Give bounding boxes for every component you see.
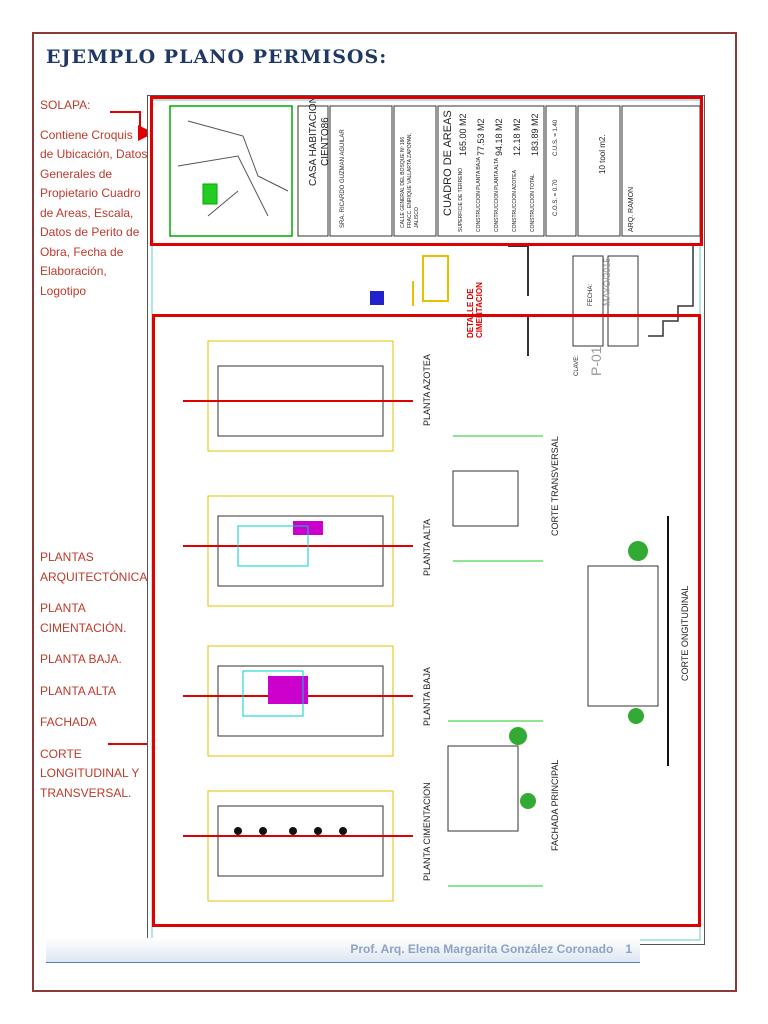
page-number: 1 <box>625 942 632 956</box>
plantas-item: PLANTAS ARQUITECTÓNICAS: <box>40 550 159 584</box>
plantas-item: PLANTA BAJA. <box>40 652 122 666</box>
fecha-value: MAYO/2015 <box>602 257 612 306</box>
plan-drawing <box>151 99 701 941</box>
footer-author: Prof. Arq. Elena Margarita González Coro… <box>350 942 614 956</box>
page-title: EJEMPLO PLANO PERMISOS: <box>46 46 388 68</box>
footer-text: Prof. Arq. Elena Margarita González Coro… <box>350 942 632 956</box>
solapa-note: SOLAPA: Contiene Croquis de Ubicación, D… <box>40 96 148 301</box>
plantas-note: PLANTAS ARQUITECTÓNICAS: PLANTA CIMENTAC… <box>40 548 159 803</box>
plantas-item: FACHADA <box>40 715 97 729</box>
page-border <box>32 32 737 992</box>
plantas-item: PLANTA CIMENTACIÓN. <box>40 601 127 635</box>
solapa-label: SOLAPA: <box>40 98 91 112</box>
solapa-highlight <box>150 96 703 246</box>
plantas-item: CORTE LONGITUDINAL Y TRANSVERSAL. <box>40 746 140 800</box>
fecha-label: FECHA: <box>588 283 594 306</box>
solapa-description: Contiene Croquis de Ubicación, Datos Gen… <box>40 127 148 298</box>
plantas-highlight <box>152 314 701 927</box>
plantas-item: PLANTA ALTA <box>40 683 117 698</box>
page-footer: Prof. Arq. Elena Margarita González Coro… <box>46 938 640 963</box>
plan-sheet: CASA HABITACION CIENTO86 SRA. RICARDO GU… <box>147 95 705 945</box>
